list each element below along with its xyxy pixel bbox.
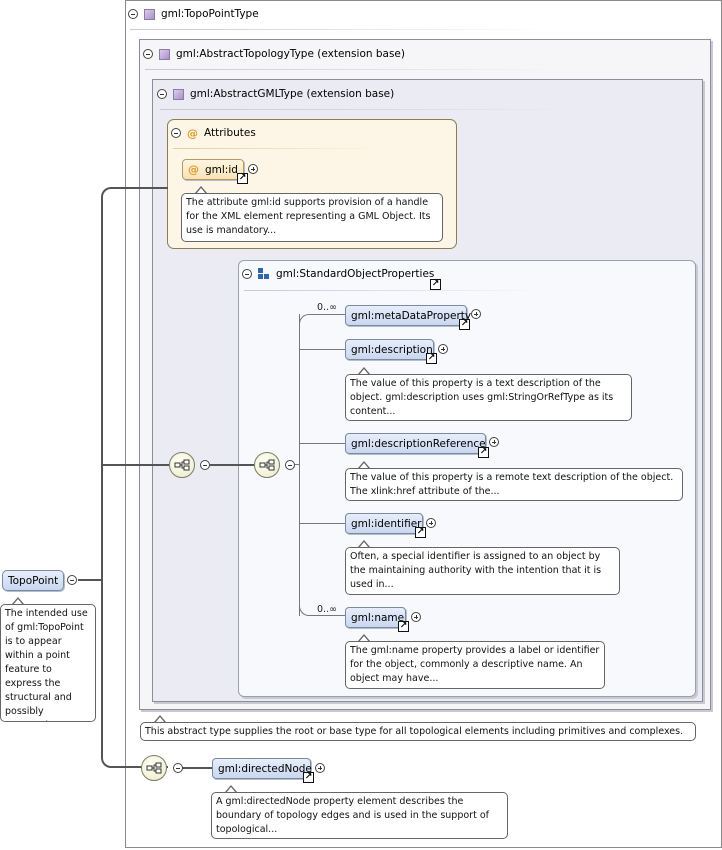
link-arrow-icon[interactable]: ↗ <box>426 353 437 364</box>
connector-line <box>101 187 168 768</box>
element-name[interactable]: gml:name <box>345 607 406 628</box>
element-label: gml:descriptionReference <box>351 437 486 450</box>
link-arrow-icon[interactable]: ↗ <box>237 173 248 184</box>
collapse-toggle-icon[interactable] <box>143 49 153 59</box>
connector-line <box>101 464 169 466</box>
expand-icon[interactable] <box>438 344 448 354</box>
element-directed-node[interactable]: gml:directedNode <box>212 758 312 779</box>
header-divider <box>130 29 550 30</box>
expand-icon[interactable] <box>426 518 436 528</box>
sequence-compositor-icon[interactable] <box>169 452 195 478</box>
sequence-compositor-icon[interactable] <box>254 452 280 478</box>
gml-id-attribute[interactable]: @ gml:id <box>182 159 244 180</box>
connector-line <box>295 464 300 465</box>
standard-object-properties-header: gml:StandardObjectProperties <box>242 268 434 280</box>
element-identifier[interactable]: gml:identifier <box>345 513 423 534</box>
link-arrow-icon[interactable]: ↗ <box>303 772 314 783</box>
abstract-gml-type-label: gml:AbstractGMLType (extension base) <box>190 88 395 100</box>
link-arrow-icon[interactable]: ↗ <box>459 319 470 330</box>
group-icon <box>258 268 270 280</box>
abstract-topology-type-header: gml:AbstractTopologyType (extension base… <box>143 48 405 60</box>
root-element-label: TopoPoint <box>8 574 59 587</box>
expand-icon[interactable] <box>248 164 258 174</box>
cardinality-label: 0..∞ <box>317 604 337 615</box>
header-divider <box>145 69 565 70</box>
expand-icon[interactable] <box>471 309 481 319</box>
gml-id-doc: The attribute gml:id supports provision … <box>181 193 443 242</box>
topo-point-type-label: gml:TopoPointType <box>161 8 259 20</box>
root-doc: The intended use of gml:TopoPoint is to … <box>0 604 96 722</box>
branch-line <box>300 523 345 524</box>
element-label: gml:directedNode <box>218 762 312 775</box>
element-label: gml:description <box>351 343 433 356</box>
header-divider <box>244 290 544 291</box>
complex-type-icon <box>173 88 184 100</box>
collapse-toggle-icon[interactable] <box>157 89 167 99</box>
expand-icon[interactable] <box>411 612 421 622</box>
complex-type-icon <box>159 48 170 60</box>
sequence-bracket-top <box>299 314 345 326</box>
element-description-reference[interactable]: gml:descriptionReference <box>345 433 486 454</box>
collapse-toggle-icon[interactable] <box>171 128 181 138</box>
sequence-bracket-bottom <box>299 604 345 616</box>
group-label: gml:StandardObjectProperties <box>276 268 435 280</box>
branch-line <box>300 443 345 444</box>
connector-line <box>78 579 102 581</box>
attributes-header: @ Attributes <box>171 127 256 139</box>
attribute-icon: @ <box>187 126 198 140</box>
collapse-toggle-icon[interactable] <box>285 460 295 470</box>
abstract-gml-type-header: gml:AbstractGMLType (extension base) <box>157 88 394 100</box>
root-element-topo-point[interactable]: TopoPoint <box>2 570 64 591</box>
complex-type-icon <box>144 8 155 20</box>
attributes-heading: Attributes <box>204 127 256 139</box>
name-doc: The gml:name property provides a label o… <box>345 641 605 689</box>
connector-line <box>182 767 212 769</box>
description-doc: The value of this property is a text des… <box>345 374 632 421</box>
collapse-toggle-icon[interactable] <box>173 763 183 773</box>
collapse-toggle-icon[interactable] <box>67 575 77 585</box>
branch-line <box>300 349 345 350</box>
link-arrow-icon[interactable]: ↗ <box>398 621 409 632</box>
directed-node-doc: A gml:directedNode property element desc… <box>211 792 508 839</box>
expand-icon[interactable] <box>489 437 499 447</box>
attribute-icon: @ <box>188 163 199 176</box>
collapse-toggle-icon[interactable] <box>128 9 138 19</box>
header-divider <box>160 109 580 110</box>
topo-point-type-header: gml:TopoPointType <box>128 8 259 20</box>
description-reference-doc: The value of this property is a remote t… <box>345 468 683 501</box>
collapse-toggle-icon[interactable] <box>200 460 210 470</box>
expand-icon[interactable] <box>315 763 325 773</box>
element-description[interactable]: gml:description <box>345 339 434 360</box>
element-label: gml:metaDataProperty <box>351 309 472 322</box>
element-label: gml:identifier <box>351 517 422 530</box>
element-label: gml:name <box>351 611 405 624</box>
cardinality-label: 0..∞ <box>317 302 337 313</box>
collapse-toggle-icon[interactable] <box>242 269 252 279</box>
sequence-bracket <box>299 314 300 616</box>
abstract-type-doc: This abstract type supplies the root or … <box>140 722 696 741</box>
connector-line <box>210 464 254 466</box>
identifier-doc: Often, a special identifier is assigned … <box>345 547 620 595</box>
gml-id-label: gml:id <box>205 163 238 176</box>
element-meta-data-property[interactable]: gml:metaDataProperty <box>345 305 471 326</box>
link-arrow-icon[interactable]: ↗ <box>430 279 441 290</box>
link-arrow-icon[interactable]: ↗ <box>415 527 426 538</box>
header-divider <box>173 148 383 149</box>
abstract-topology-type-label: gml:AbstractTopologyType (extension base… <box>176 48 405 60</box>
link-arrow-icon[interactable]: ↗ <box>478 447 489 458</box>
sequence-compositor-icon[interactable] <box>141 755 167 781</box>
